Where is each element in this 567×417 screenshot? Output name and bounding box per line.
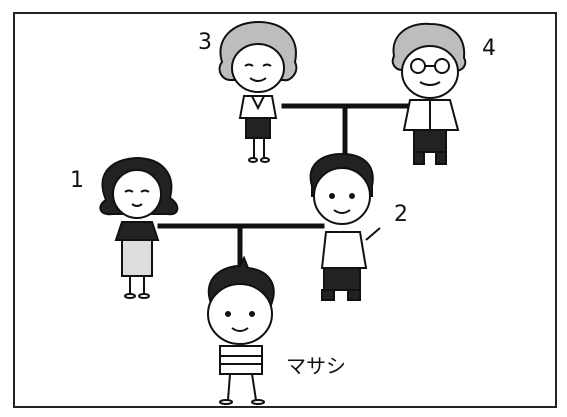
father-figure <box>309 152 381 301</box>
person-4-label: 4 <box>482 36 496 61</box>
child-figure <box>207 255 275 405</box>
connector-lines <box>157 103 415 281</box>
person-2-label: 2 <box>394 202 408 227</box>
grandfather-figure <box>391 22 467 165</box>
person-1-label: 1 <box>70 168 84 193</box>
person-3-label: 3 <box>198 30 212 55</box>
child-name-label: マサシ <box>286 354 346 378</box>
grandmother-figure <box>218 20 298 163</box>
mother-figure <box>99 156 179 299</box>
